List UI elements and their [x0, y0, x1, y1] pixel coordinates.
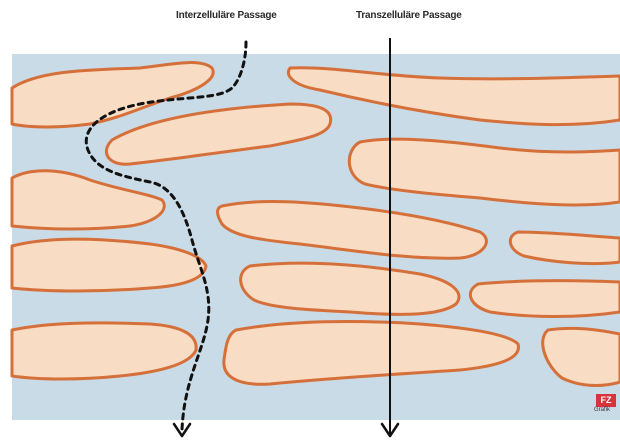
intercellular-passage-label: Interzelluläre Passage: [176, 10, 277, 21]
logo-mark: FZ: [596, 394, 616, 407]
cell: [470, 281, 620, 317]
logo-caption: Grafik: [594, 407, 610, 413]
publisher-logo: FZ Grafik: [596, 394, 616, 416]
transcellular-passage-label: Transzelluläre Passage: [356, 10, 462, 21]
